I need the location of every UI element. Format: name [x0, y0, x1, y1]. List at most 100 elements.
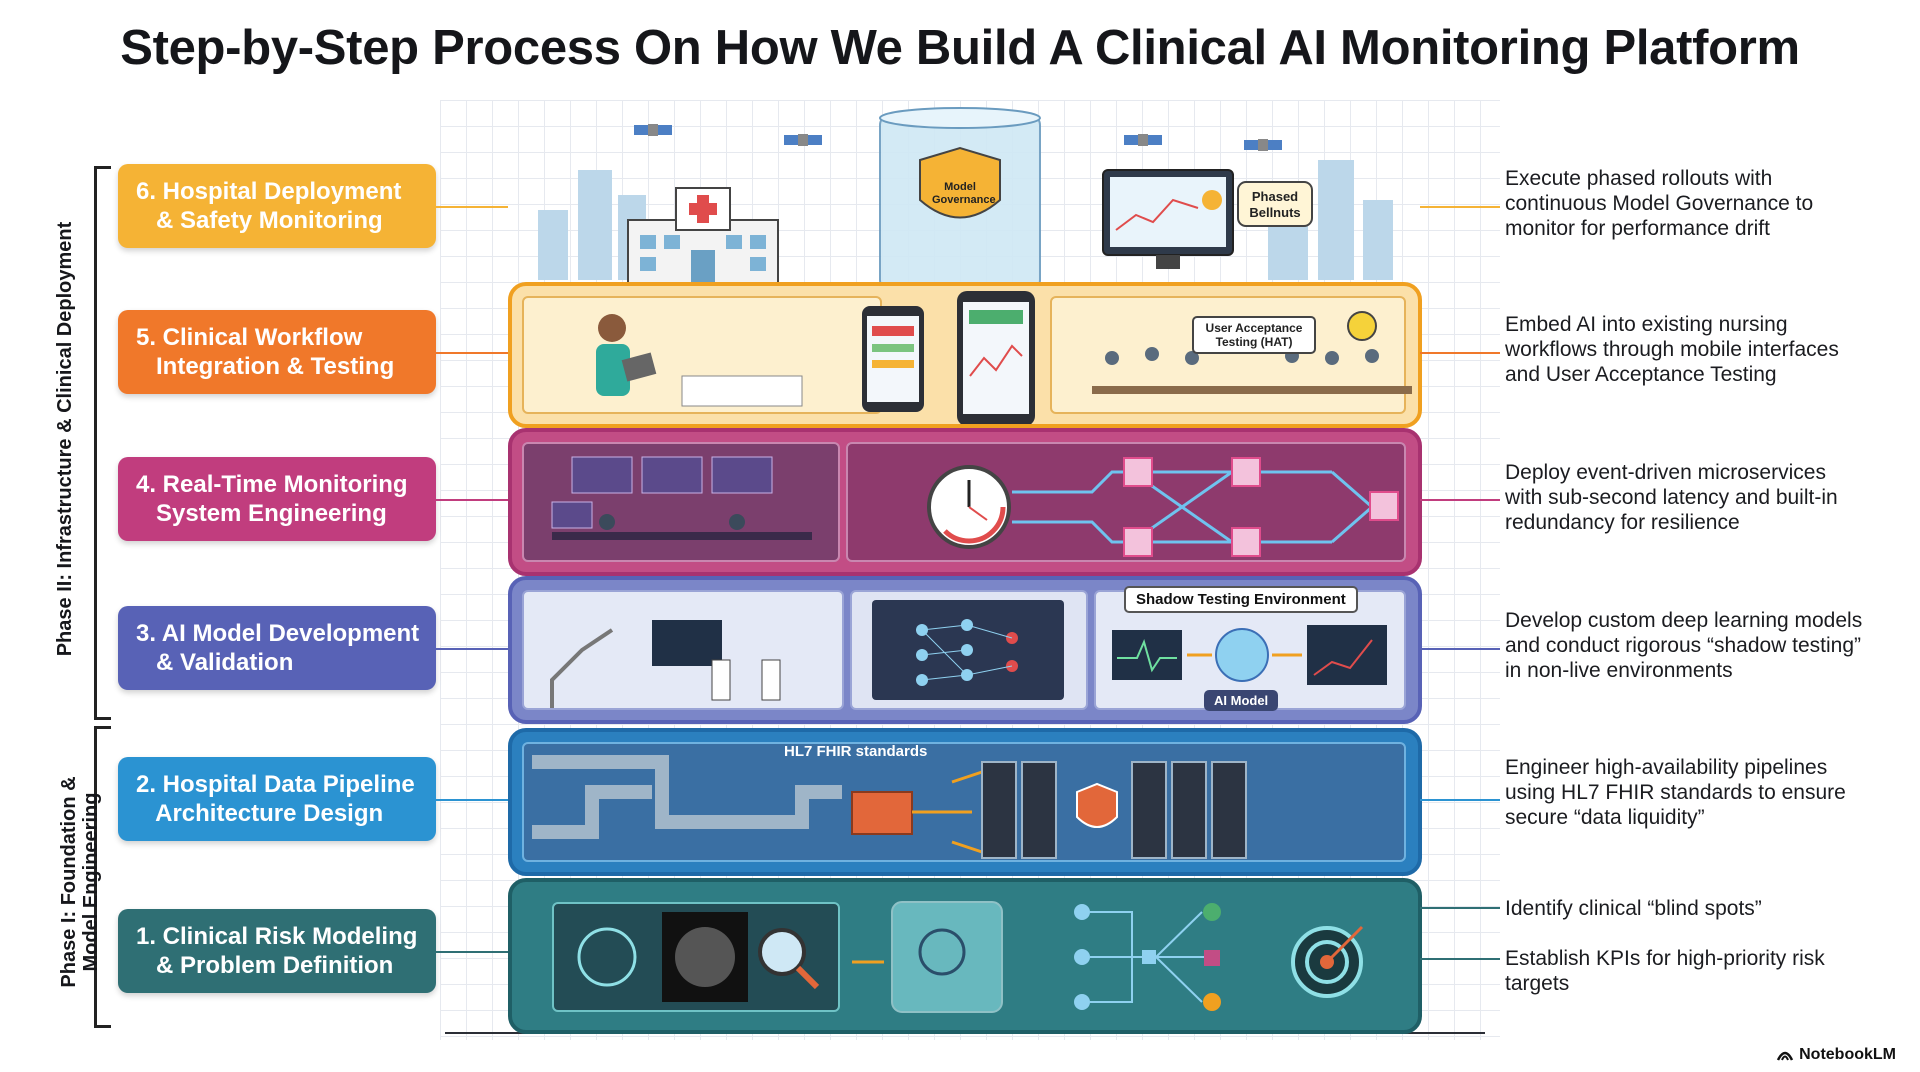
- clock-icon: [927, 465, 1011, 549]
- desc-step-5-line-2: workflows through mobile interfaces: [1505, 338, 1839, 361]
- step-2-box[interactable]: 2. Hospital Data Pipeline Architecture D…: [118, 757, 436, 841]
- phased-bellnuts-label: Phased Bellnuts: [1249, 189, 1301, 220]
- satellite-icon: [634, 124, 672, 136]
- desc-step-1b-line-1: Establish KPIs for high-priority risk: [1505, 947, 1825, 970]
- step-3-label: 3. AI Model Development & Validation: [136, 620, 420, 676]
- mobile-phone-icon: [957, 291, 1035, 424]
- page-title: Step-by-Step Process On How We Build A C…: [120, 21, 1800, 75]
- brain-icon: [1215, 628, 1269, 682]
- ai-model-label: AI Model: [1204, 690, 1279, 711]
- monitoring-illustration: [551, 456, 1399, 557]
- operator-icons: [599, 514, 745, 530]
- step-6-label: 6. Hospital Deployment & Safety Monitori…: [136, 178, 402, 234]
- pipeline-panel: [522, 742, 1406, 862]
- desc-3-connector: [1420, 648, 1500, 650]
- desc-step-1b: Establish KPIs for high-priority risk ta…: [1505, 946, 1905, 996]
- robot-arm-icon: [550, 628, 614, 708]
- meeting-people-icons: [1105, 347, 1379, 365]
- microservice-chip-icons: [1123, 457, 1399, 557]
- target-icon: [1291, 925, 1364, 998]
- decision-node-icons: [1074, 903, 1221, 1011]
- step-5-connector: [436, 352, 508, 354]
- step-2-label: 2. Hospital Data Pipeline Architecture D…: [136, 771, 415, 827]
- desc-step-3-line-3: in non-live environments: [1505, 659, 1733, 682]
- notebooklm-logo-icon: [1777, 1051, 1794, 1061]
- risk-illustration: [577, 901, 1364, 1013]
- phase-2-label: Phase II: Infrastructure & Clinical Depl…: [54, 221, 76, 657]
- magnifier-icon: [758, 928, 806, 976]
- ai-model-illustration: [550, 600, 1387, 708]
- layer-realtime-monitoring: [508, 428, 1422, 576]
- step-2-connector: [436, 799, 508, 801]
- desc-step-6-line-1: Execute phased rollouts with: [1505, 167, 1773, 190]
- desc-step-4-line-3: redundancy for resilience: [1505, 511, 1740, 534]
- desc-step-2-line-2: using HL7 FHIR standards to ensure: [1505, 781, 1846, 804]
- phased-bellnuts-bubble: [1237, 181, 1313, 227]
- phase-1-label: Phase I: Foundation & Model Engineering: [58, 762, 102, 1002]
- desc-step-2-line-3: secure “data liquidity”: [1505, 806, 1705, 829]
- dashboard-monitor-icon: [1102, 169, 1234, 269]
- nurse-icon: [596, 314, 657, 396]
- desc-step-5: Embed AI into existing nursing workflows…: [1505, 312, 1905, 387]
- step-3-connector: [436, 648, 508, 650]
- step-4-label: 4. Real-Time Monitoring System Engineeri…: [136, 471, 408, 527]
- desc-step-4-line-1: Deploy event-driven microservices: [1505, 461, 1826, 484]
- desc-6-connector: [1420, 206, 1500, 208]
- desc-5-connector: [1420, 352, 1500, 354]
- desc-step-1b-line-2: targets: [1505, 972, 1570, 995]
- hospital-building-icon: [627, 187, 779, 286]
- desc-step-4: Deploy event-driven microservices with s…: [1505, 460, 1905, 535]
- layer-clinical-workflow: User Acceptance Testing (HAT): [508, 282, 1422, 428]
- uat-label: User Acceptance Testing (HAT): [1192, 316, 1316, 354]
- security-shield-icon: [1076, 782, 1118, 828]
- satellite-icon: [784, 134, 822, 146]
- satellite-icon: [1124, 134, 1162, 146]
- pipes-icon: [532, 755, 842, 839]
- step-1-box[interactable]: 1. Clinical Risk Modeling & Problem Defi…: [118, 909, 436, 993]
- firewall-icon: [851, 791, 913, 835]
- desc-1a-connector: [1420, 907, 1500, 909]
- desc-step-2-line-1: Engineer high-availability pipelines: [1505, 756, 1828, 779]
- chart-monitor-icon: [1307, 625, 1387, 685]
- satellite-icon: [1244, 139, 1282, 151]
- monitor-wall-icons: [551, 456, 773, 529]
- phase-1-bracket: [94, 726, 111, 1028]
- brain-search-icon: [918, 928, 966, 976]
- phase-2-bracket: [94, 166, 111, 720]
- reception-desk: [681, 375, 803, 407]
- step-1-label: 1. Clinical Risk Modeling & Problem Defi…: [136, 923, 418, 979]
- server-rack-icons: [981, 761, 1247, 859]
- layer-clinical-risk: [508, 878, 1422, 1034]
- brain-scan-screen: [652, 620, 722, 666]
- shadow-testing-label: Shadow Testing Environment: [1124, 586, 1358, 613]
- event-flow-arrows: [1012, 470, 1373, 544]
- smiley-icon: [1347, 311, 1377, 341]
- shield-icon: [919, 146, 1001, 219]
- phase-1-label-line2: Model Engineering: [80, 792, 102, 972]
- desc-step-1a: Identify clinical “blind spots”: [1505, 896, 1905, 921]
- governance-cylinder: [879, 107, 1041, 290]
- console-desk: [552, 532, 812, 540]
- step-1-connector: [436, 951, 508, 953]
- data-flow-arrows: [912, 770, 983, 854]
- meeting-table: [1092, 386, 1412, 394]
- pipeline-illustration: [532, 755, 1247, 859]
- desc-step-5-line-3: and User Acceptance Testing: [1505, 363, 1777, 386]
- layer-data-pipeline: HL7 FHIR standards: [508, 728, 1422, 876]
- head-profile-icon: [577, 927, 637, 987]
- model-governance-label: Model Governance: [932, 181, 996, 206]
- desc-1b-connector: [1420, 958, 1500, 960]
- step-6-box[interactable]: 6. Hospital Deployment & Safety Monitori…: [118, 164, 436, 248]
- step-4-box[interactable]: 4. Real-Time Monitoring System Engineeri…: [118, 457, 436, 541]
- step-5-label: 5. Clinical Workflow Integration & Testi…: [136, 324, 395, 380]
- desc-step-2: Engineer high-availability pipelines usi…: [1505, 755, 1905, 830]
- step-3-box[interactable]: 3. AI Model Development & Validation: [118, 606, 436, 690]
- lab-panel: [522, 590, 844, 710]
- layer-ai-model-dev: Shadow Testing Environment AI Model: [508, 576, 1422, 724]
- hl7-label: HL7 FHIR standards: [784, 743, 928, 760]
- desc-step-6-line-3: monitor for performance drift: [1505, 217, 1770, 240]
- step-5-box[interactable]: 5. Clinical Workflow Integration & Testi…: [118, 310, 436, 394]
- watermark-text: NotebookLM: [1799, 1046, 1896, 1063]
- desc-step-1a-line-1: Identify clinical “blind spots”: [1505, 897, 1762, 920]
- desc-4-connector: [1420, 499, 1500, 501]
